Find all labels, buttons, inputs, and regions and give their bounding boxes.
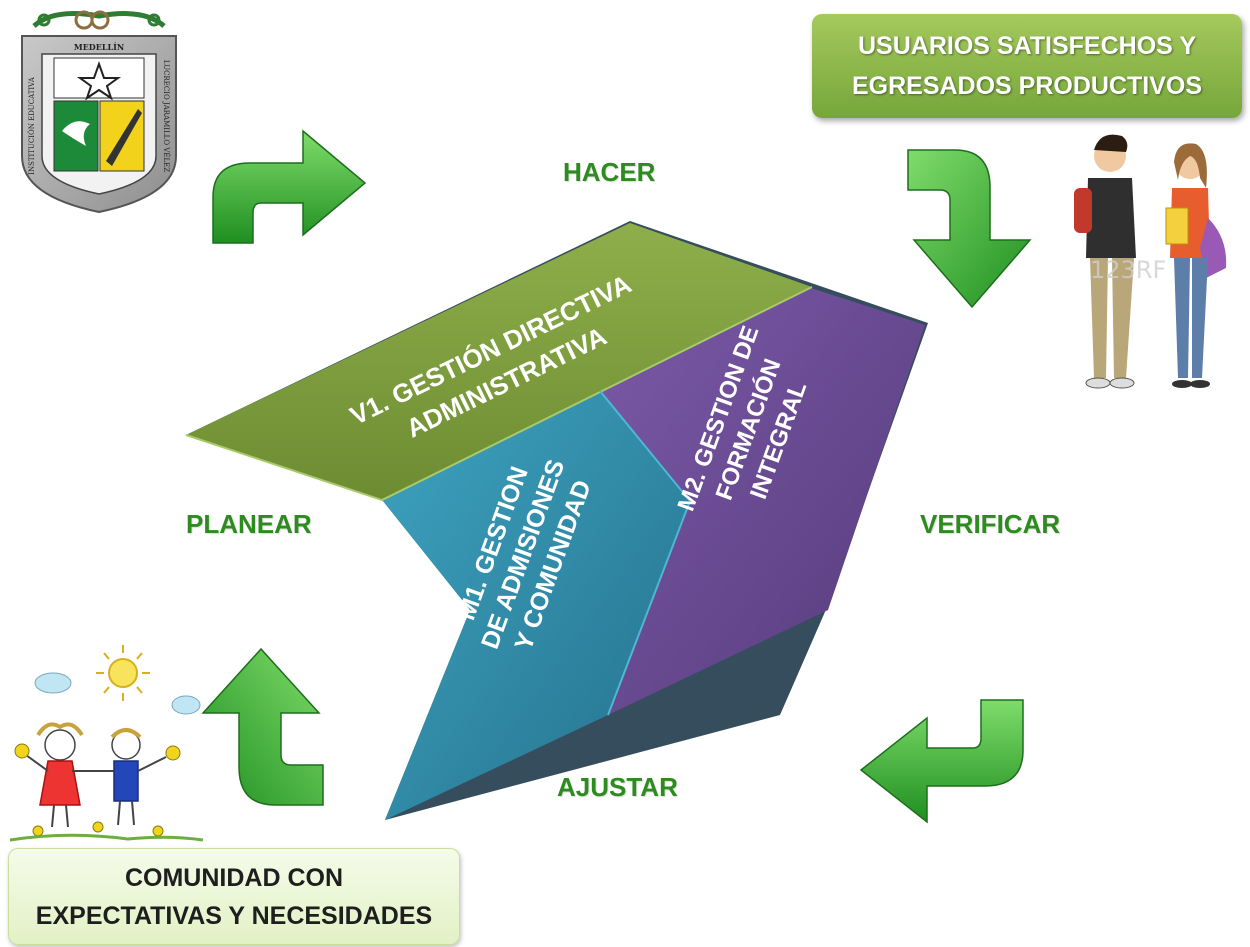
users-satisfied-box: USUARIOS SATISFECHOS Y EGRESADOS PRODUCT… (812, 14, 1242, 118)
watermark-text: 123RF (1090, 256, 1166, 284)
logo-right-text: LUCRECIO JARAMILLO VÉLEZ (162, 60, 171, 172)
community-box: COMUNIDAD CON EXPECTATIVAS Y NECESIDADES (8, 848, 460, 945)
logo-top-text: MEDELLÍN (74, 42, 124, 52)
label-verificar: VERIFICAR (920, 509, 1061, 539)
children-drawing-illustration (9, 645, 204, 842)
label-planear: PLANEAR (186, 509, 312, 539)
arrow-ajustar-icon (859, 699, 1024, 824)
users-satisfied-line1: USUARIOS SATISFECHOS Y (857, 32, 1196, 60)
arrow-planear-icon (201, 647, 324, 806)
label-hacer: HACER (563, 157, 656, 187)
community-line2: EXPECTATIVAS Y NECESIDADES (35, 901, 433, 930)
arrow-hacer-icon (212, 129, 367, 244)
students-illustration: 123RF (1074, 134, 1227, 389)
v1-panel (186, 223, 812, 500)
label-ajustar: AJUSTAR (557, 772, 678, 802)
m1-panel (382, 391, 690, 820)
school-crest-logo: MEDELLÍN INSTITUCIÓN EDUCATIVA LUCRECIO … (21, 10, 177, 214)
users-satisfied-line2: EGRESADOS PRODUCTIVOS (851, 72, 1203, 100)
arrow-verificar-icon (907, 149, 1032, 309)
m2-panel (600, 287, 925, 715)
management-process-shape: V1. GESTIÓN DIRECTIVA ADMINISTRATIVA M1.… (185, 221, 928, 820)
logo-left-text: INSTITUCIÓN EDUCATIVA (27, 76, 36, 175)
community-line1: COMUNIDAD CON (124, 863, 344, 892)
